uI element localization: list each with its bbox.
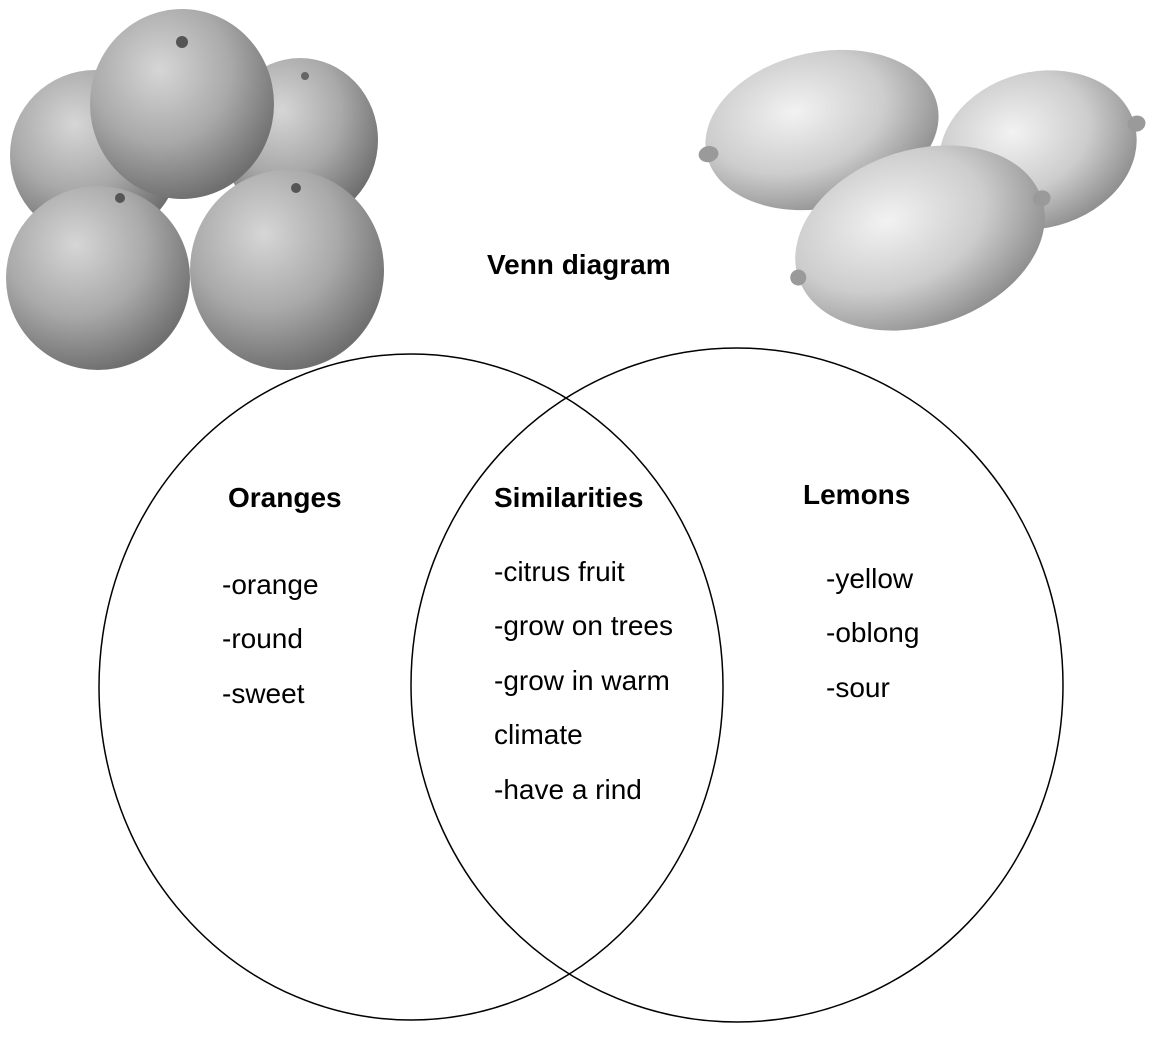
lemons-icon: [683, 29, 1151, 364]
oranges-label: Oranges: [228, 484, 342, 512]
similarities-label: Similarities: [494, 484, 643, 512]
diagram-title: Venn diagram: [487, 251, 671, 279]
lemons-item: -sour: [826, 674, 890, 702]
similarities-item: -citrus fruit: [494, 558, 625, 586]
oranges-item: -orange: [222, 571, 319, 599]
similarities-item: -have a rind: [494, 776, 642, 804]
lemons-label: Lemons: [803, 481, 910, 509]
oranges-icon: [6, 9, 384, 370]
similarities-item: -grow in warm: [494, 667, 670, 695]
oranges-item: -sweet: [222, 680, 304, 708]
oranges-item: -round: [222, 625, 303, 653]
similarities-item: climate: [494, 721, 583, 749]
similarities-item: -grow on trees: [494, 612, 673, 640]
lemons-item: -yellow: [826, 565, 913, 593]
lemons-item: -oblong: [826, 619, 919, 647]
